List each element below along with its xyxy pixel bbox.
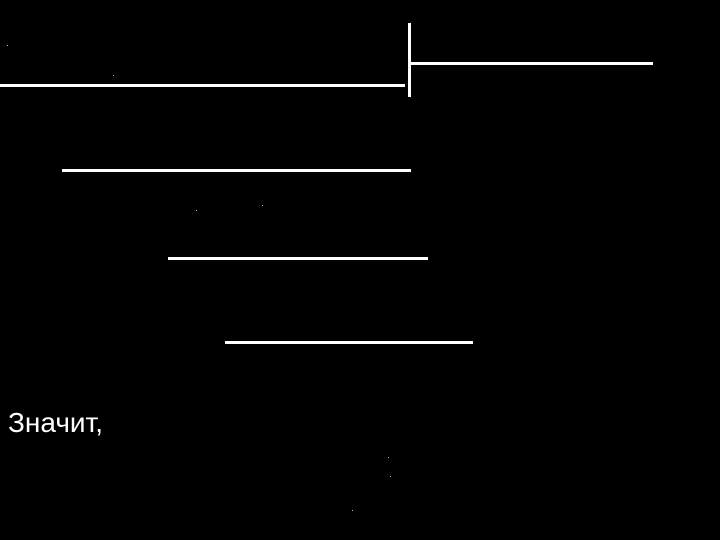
top-left-line [0,84,405,87]
speck [196,210,197,211]
speck [262,205,263,206]
speck [113,75,114,76]
line-2 [62,169,411,172]
speck [7,45,8,46]
vertical-divider [408,23,411,97]
speck [352,510,353,511]
line-3 [168,257,428,260]
speck [388,457,389,458]
caption-text: Значит, [8,407,104,438]
line-4 [225,341,473,344]
top-right-line [411,62,653,65]
speck [390,476,391,477]
